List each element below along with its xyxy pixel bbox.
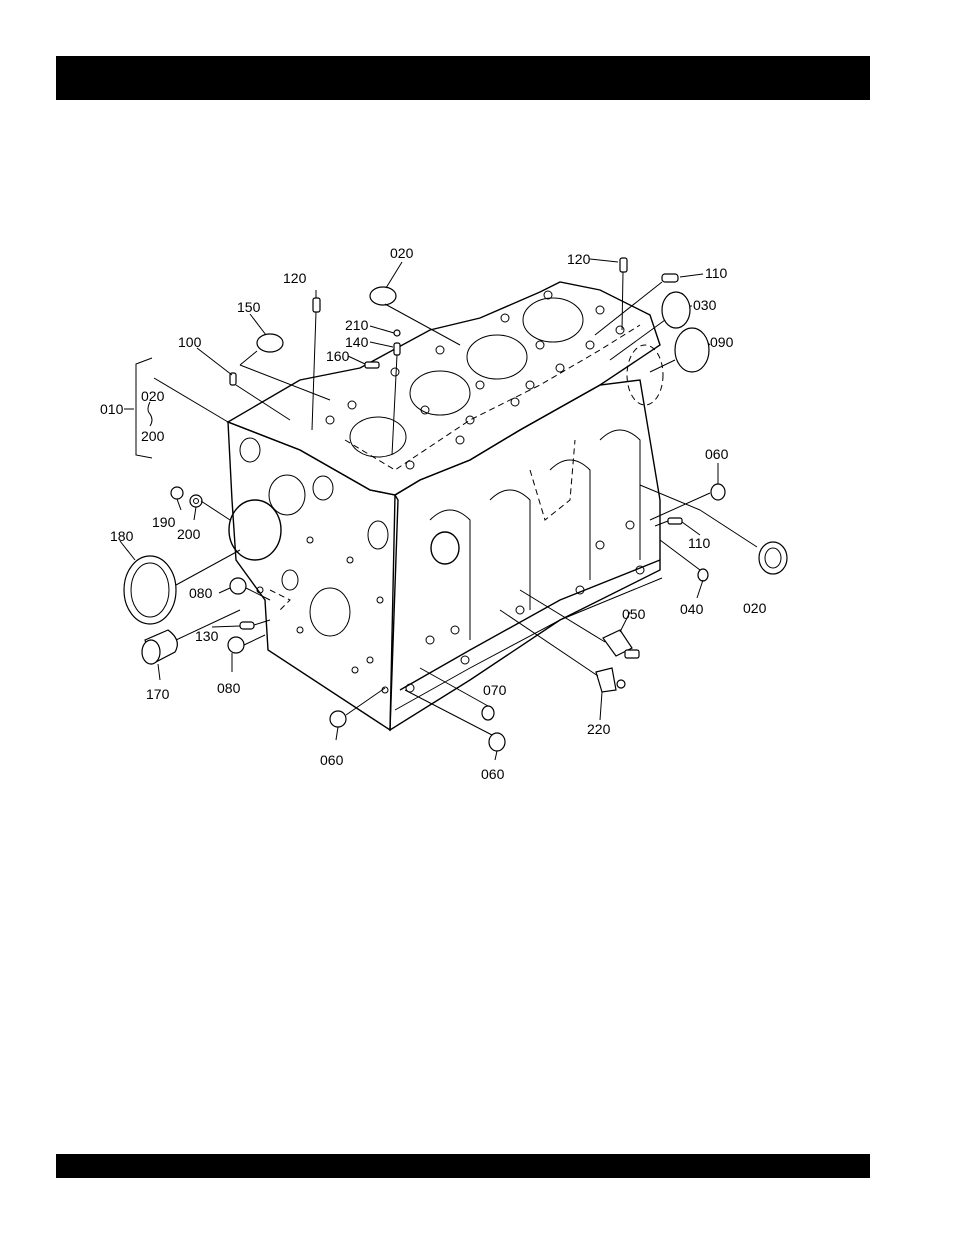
callout-150: 150 [237, 299, 261, 315]
callout-060-bottom-left: 060 [320, 752, 344, 768]
part-180-seal [124, 556, 176, 624]
part-020-top-plug [370, 287, 396, 305]
part-070-plug [482, 706, 494, 720]
part-030-plug [662, 292, 690, 328]
leader-lines [120, 259, 757, 760]
callout-030: 030 [693, 297, 717, 313]
callout-060-right: 060 [705, 446, 729, 462]
part-150-plug [257, 334, 283, 352]
callout-110-right: 110 [688, 535, 711, 551]
part-140-pin [394, 343, 400, 355]
callout-020-group: 020 [141, 388, 165, 404]
callout-180: 180 [110, 528, 134, 544]
callout-110-top: 110 [705, 265, 728, 281]
callout-120-right: 120 [567, 251, 591, 267]
part-110-pin-top [662, 274, 678, 282]
callout-040: 040 [680, 601, 704, 617]
part-120-pin-left [313, 298, 320, 312]
callout-050: 050 [622, 606, 646, 622]
callout-210: 210 [345, 317, 369, 333]
part-040-plug [698, 569, 708, 581]
part-190-bolt [171, 487, 183, 499]
part-060-plug-bottom-left [330, 711, 346, 727]
callout-020-top: 020 [390, 245, 414, 261]
part-160-bolt [365, 362, 379, 368]
part-080-plug-b [228, 637, 244, 653]
callout-070: 070 [483, 682, 507, 698]
callout-100: 100 [178, 334, 202, 350]
part-130-pin [240, 622, 254, 629]
callout-220: 220 [587, 721, 611, 737]
part-200-washer [190, 495, 202, 507]
footer-bar [56, 1154, 870, 1178]
callout-120-left: 120 [283, 270, 307, 286]
part-060-plug-right [711, 484, 725, 500]
callout-190: 190 [152, 514, 176, 530]
callout-090: 090 [710, 334, 734, 350]
callout-160: 160 [326, 348, 350, 364]
part-090-plug [675, 328, 709, 372]
callout-130: 130 [195, 628, 219, 644]
callout-020-right: 020 [743, 600, 767, 616]
part-120-pin-right [620, 258, 627, 272]
part-050-fitting [603, 630, 639, 658]
part-220-valve [596, 668, 625, 692]
callout-060-bottom-mid: 060 [481, 766, 505, 782]
part-210-washer [394, 330, 400, 336]
cylinder-block [228, 282, 663, 730]
callout-170: 170 [146, 686, 170, 702]
part-020-seal-right [759, 542, 787, 574]
part-060-plug-bottom-mid [489, 733, 505, 751]
callout-080-b: 080 [217, 680, 241, 696]
callout-200-group: 200 [141, 428, 165, 444]
part-080-plug-a [230, 578, 246, 594]
part-110-pin-right [668, 518, 682, 524]
callout-080-a: 080 [189, 585, 213, 601]
part-170-plug [142, 630, 177, 664]
part-100-pin [230, 373, 236, 385]
callout-200: 200 [177, 526, 201, 542]
callout-labels: 020 120 110 030 090 120 150 210 140 160 … [100, 245, 767, 782]
callout-010: 010 [100, 401, 124, 417]
